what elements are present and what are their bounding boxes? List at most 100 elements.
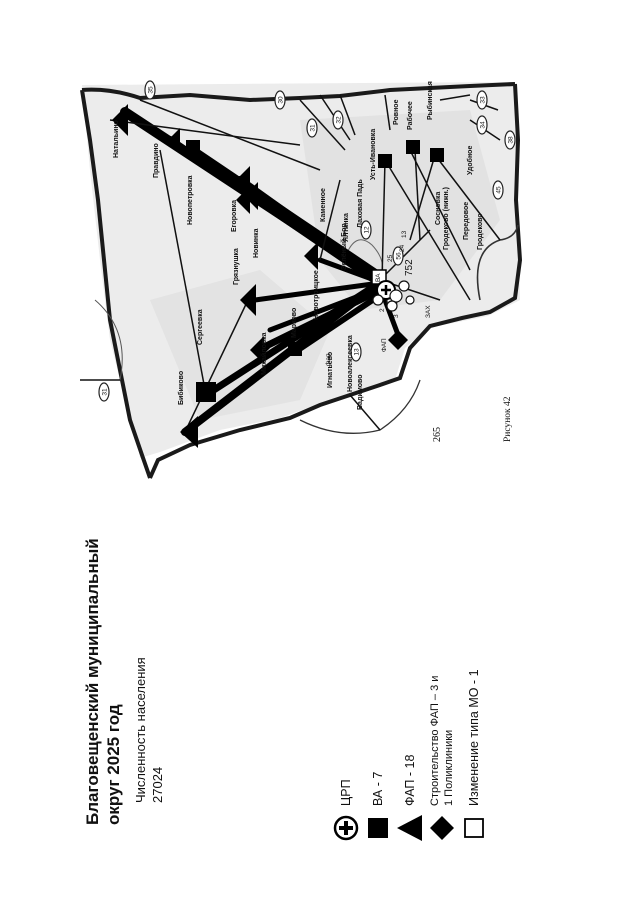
svg-text:32: 32 — [336, 116, 343, 124]
svg-text:31: 31 — [102, 388, 109, 396]
svg-text:56: 56 — [396, 252, 403, 260]
settlement-label: Новопетровка — [187, 175, 194, 225]
population-label: Численность населения — [133, 657, 148, 803]
settlement-label: Сосновка — [435, 192, 442, 225]
square-marker — [378, 154, 392, 168]
settlement-label: Гродеково — [477, 213, 484, 250]
settlement-label: Бибиково — [177, 371, 185, 405]
map-small-label: ЗАХ — [425, 305, 432, 318]
population-value: 27024 — [150, 766, 165, 803]
svg-text:13: 13 — [354, 348, 361, 356]
settlement-label: Михайловка — [260, 332, 268, 375]
svg-text:38: 38 — [508, 136, 515, 144]
triangle-marker — [240, 284, 256, 316]
settlement-label: Правдино — [153, 143, 160, 178]
crp-circle-plus-icon — [332, 814, 360, 842]
roads — [80, 94, 501, 433]
settlement-label: Лаховая Падь — [357, 179, 364, 228]
square-marker — [186, 140, 200, 154]
settlement-label: Новотроицкое — [313, 270, 320, 320]
settlement-label: Рыбинская — [426, 81, 434, 120]
black-triangle-icon — [396, 814, 424, 842]
legend-label: ВА - 7 — [371, 771, 385, 806]
road-shield: 12 — [360, 220, 372, 240]
diamond-marker — [388, 330, 408, 350]
road-shield: 56 — [392, 246, 404, 266]
map-small-label: 752 — [404, 259, 415, 276]
black-diamond-icon — [428, 814, 456, 842]
triangle-marker — [304, 242, 318, 270]
map-small-label: ВА — [375, 273, 382, 282]
settlement-label: Новинка — [253, 228, 260, 258]
svg-text:31: 31 — [310, 124, 317, 132]
construction-diamonds — [254, 330, 408, 356]
settlement-label: Марково — [291, 308, 298, 338]
square-marker — [406, 140, 420, 154]
square-marker — [430, 148, 444, 162]
settlement-label: Грязнушка — [233, 248, 240, 285]
road-shield: 45 — [492, 180, 504, 200]
road-shield: 32 — [332, 110, 344, 130]
settlement-label: Ялтинка — [343, 213, 350, 242]
empty-square-icon — [460, 814, 488, 842]
settlement-label: Сергеевка — [197, 309, 204, 345]
svg-text:12: 12 — [364, 226, 371, 234]
legend-item-construction: Строительство ФАП – 3 и 1 Поликлиники — [426, 669, 458, 842]
map-small-label: 25 — [387, 254, 394, 262]
road-shield: 35 — [144, 80, 156, 100]
road-shield: 38 — [504, 130, 516, 150]
svg-text:34: 34 — [480, 121, 487, 129]
legend-item-type-change: Изменение типа МО - 1 — [458, 669, 490, 842]
road-shield: 30 — [274, 90, 286, 110]
figure-caption: Рисунок 42 — [503, 396, 513, 442]
settlement-label: Передовое — [463, 202, 470, 240]
triangle-marker — [236, 186, 250, 214]
settlement-label: Гродеково (нижн.) — [443, 187, 450, 250]
settlement-label: Натальино — [113, 120, 120, 158]
legend-item-va: ВА - 7 — [362, 669, 394, 842]
service-lines — [120, 107, 403, 436]
legend-label: Изменение типа МО - 1 — [467, 669, 481, 806]
road-shield: 31 — [306, 118, 318, 138]
square-marker — [288, 342, 302, 356]
va-squares — [186, 140, 444, 402]
svg-text:45: 45 — [496, 186, 503, 194]
map-small-label: 2 — [379, 308, 386, 312]
page-number: 265 — [432, 427, 443, 442]
map-small-label: ФАП — [381, 338, 388, 352]
title-block: Благовещенский муниципальный округ 2025 … — [82, 538, 166, 825]
legend-label: 1 Поликлиники — [443, 729, 455, 806]
settlement-label: Игнатьево — [327, 352, 334, 388]
legend-item-crp: ЦРП — [330, 669, 362, 842]
title-line-2: округ 2025 год — [104, 704, 123, 825]
legend-label: Строительство ФАП – 3 и — [429, 675, 441, 806]
map-small-label: 13 — [401, 230, 408, 238]
svg-text:35: 35 — [148, 86, 155, 94]
map-small-label: фап — [325, 353, 332, 366]
settlement-label: Новоалексеевка — [347, 335, 354, 392]
legend-label: ЦРП — [339, 779, 353, 806]
map-small-label: 24 — [399, 244, 406, 252]
square-marker — [196, 382, 216, 402]
title-line-1: Благовещенский муниципальный — [83, 538, 102, 825]
svg-text:30: 30 — [278, 96, 285, 104]
settlement-label: Удобное — [466, 146, 474, 175]
settlement-label: Рабочее — [406, 101, 414, 130]
settlement-label: Усть-Ивановка — [370, 129, 377, 180]
road-shield: 13 — [350, 342, 362, 362]
settlement-label: Зелёный Бор — [340, 223, 348, 270]
diamond-marker — [254, 340, 270, 356]
road-shield: 34 — [476, 115, 488, 135]
triangle-marker — [236, 166, 250, 194]
settlement-label: Вадимово — [357, 374, 364, 410]
triangle-marker — [244, 182, 258, 210]
legend: ЦРП ВА - 7 ФАП - 18 Строительство ФАП – … — [330, 669, 490, 842]
triangle-marker — [112, 104, 128, 136]
triangle-marker — [168, 128, 180, 152]
svg-text:33: 33 — [480, 96, 487, 104]
road-shield: 33 — [476, 90, 488, 110]
legend-item-fap: ФАП - 18 — [394, 669, 426, 842]
triangle-marker — [180, 416, 198, 448]
